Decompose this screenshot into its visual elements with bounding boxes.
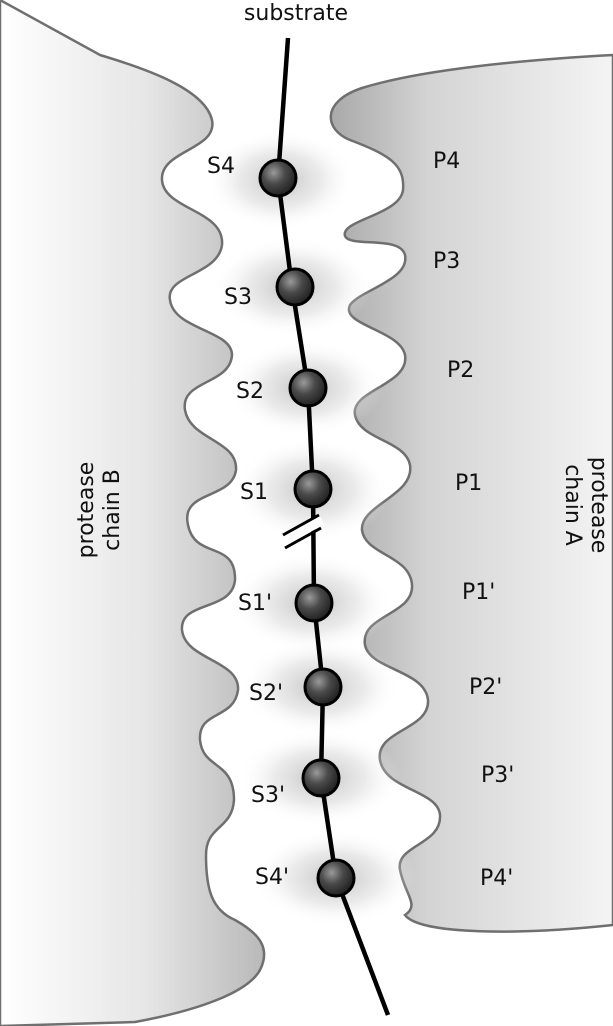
substrate-residues xyxy=(258,158,356,898)
residue-p2 xyxy=(288,368,328,408)
residue-p2-prime xyxy=(303,667,343,707)
substrate-title: substrate xyxy=(244,1,348,26)
subsite-s2-label: S2 xyxy=(236,379,264,404)
residue-p-labels: P4 P3 P2 P1 P1' P2' P3' P4' xyxy=(433,149,514,891)
residue-p1-prime xyxy=(294,583,334,623)
subsite-s4-prime-label: S4' xyxy=(255,865,289,890)
subsite-s3-label: S3 xyxy=(224,285,252,310)
chain-b-label-line2: chain B xyxy=(100,469,125,551)
residue-p3 xyxy=(275,267,315,307)
subsite-s-labels: S4 S3 S2 S1 S1' S2' S3' S4' xyxy=(207,154,289,890)
residue-p3-prime xyxy=(301,758,341,798)
chain-b-label: protease chain B xyxy=(74,462,125,559)
chain-a-label: protease chain A xyxy=(560,457,611,554)
chain-a-label-line2: chain A xyxy=(560,464,585,546)
chain-a-label-line1: protease xyxy=(586,457,611,554)
chain-b-label-line1: protease xyxy=(74,462,99,559)
subsite-s1-label: S1 xyxy=(240,480,268,505)
residue-p2-label: P2 xyxy=(447,358,474,383)
residue-p3-prime-label: P3' xyxy=(481,763,514,788)
residue-p1 xyxy=(293,469,333,509)
residue-p4-prime-label: P4' xyxy=(480,866,513,891)
residue-p1-label: P1 xyxy=(455,471,482,496)
residue-p4-prime xyxy=(316,858,356,898)
residue-p4 xyxy=(258,158,298,198)
residue-p2-prime-label: P2' xyxy=(469,675,502,700)
subsite-s2-prime-label: S2' xyxy=(249,681,283,706)
protease-chain-b-shape xyxy=(0,0,266,1026)
protease-chain-a-shape xyxy=(329,53,613,933)
subsite-s4-label: S4 xyxy=(207,154,235,179)
subsite-s3-prime-label: S3' xyxy=(251,783,285,808)
residue-p1-prime-label: P1' xyxy=(462,580,495,605)
scissile-bond-cut-mark xyxy=(279,513,325,550)
substrate-chain xyxy=(275,37,391,1016)
residue-p3-label: P3 xyxy=(433,249,460,274)
subsite-s1-prime-label: S1' xyxy=(238,591,272,616)
residue-p4-label: P4 xyxy=(433,149,460,174)
